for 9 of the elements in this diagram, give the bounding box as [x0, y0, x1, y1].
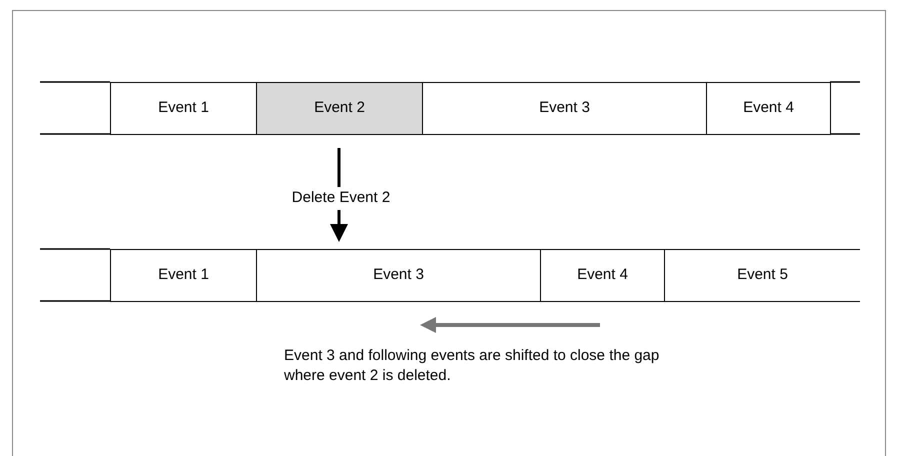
- event-cell: Event 2: [256, 82, 423, 135]
- event-cell: Event 1: [110, 82, 257, 135]
- event-cell: Event 4: [540, 249, 665, 302]
- event-cell: Event 4: [706, 82, 831, 135]
- event-cell: Event 5: [664, 249, 860, 302]
- event-cell: Event 3: [422, 82, 707, 135]
- note-text: Event 3 and following events are shifted to close the gap where event 2 is deleted.: [284, 346, 660, 386]
- event-cell: Event 1: [110, 249, 257, 302]
- event-cell: Event 3: [256, 249, 541, 302]
